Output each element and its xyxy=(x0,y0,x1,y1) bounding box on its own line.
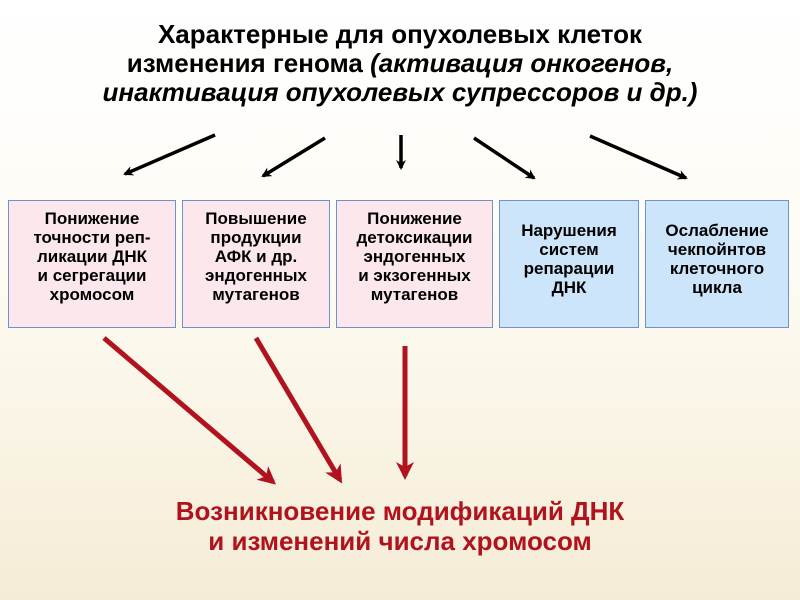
result-line-2: и изменений числа хромосом xyxy=(208,526,592,556)
title-line-3-italic: инактивация опухолевых супрессоров и др.… xyxy=(102,77,698,107)
title-line-2-italic: (активация онкогенов, xyxy=(370,48,674,78)
arrow-to-box-5 xyxy=(589,134,688,180)
arrow-to-box-2 xyxy=(261,136,326,178)
red-arrow-from-box-2 xyxy=(253,336,343,484)
arrow-to-box-4 xyxy=(473,136,536,180)
box-detoxication: Понижение детоксикации эндогенных и экзо… xyxy=(336,200,493,328)
result-text: Возникновение модификаций ДНК и изменени… xyxy=(0,496,800,556)
box-4-text: Нарушения систем репарации ДНК xyxy=(521,221,617,297)
red-arrow-from-box-1 xyxy=(102,336,277,485)
title-line-3: инактивация опухолевых супрессоров и др.… xyxy=(0,78,800,107)
box-ros-production: Повышение продукции АФК и др. эндогенных… xyxy=(182,200,330,328)
title-line-2-plain: изменения генома xyxy=(126,48,371,78)
box-1-text: Понижение точности реп- ликации ДНК и се… xyxy=(33,209,151,304)
box-repair-systems: Нарушения систем репарации ДНК xyxy=(499,200,639,328)
box-checkpoints: Ослабление чекпойнтов клеточного цикла xyxy=(645,200,789,328)
result-line-1: Возникновение модификаций ДНК xyxy=(175,496,625,526)
box-replication-fidelity: Понижение точности реп- ликации ДНК и се… xyxy=(8,200,176,328)
arrow-to-box-1 xyxy=(123,133,216,176)
diagram-title: Характерные для опухолевых клеток измене… xyxy=(0,20,800,107)
box-3-text: Понижение детоксикации эндогенных и экзо… xyxy=(356,209,473,304)
title-line-2: изменения генома (активация онкогенов, xyxy=(0,49,800,78)
box-2-text: Повышение продукции АФК и др. эндогенных… xyxy=(205,209,307,304)
title-line-1: Характерные для опухолевых клеток xyxy=(157,19,643,49)
box-5-text: Ослабление чекпойнтов клеточного цикла xyxy=(665,221,769,297)
